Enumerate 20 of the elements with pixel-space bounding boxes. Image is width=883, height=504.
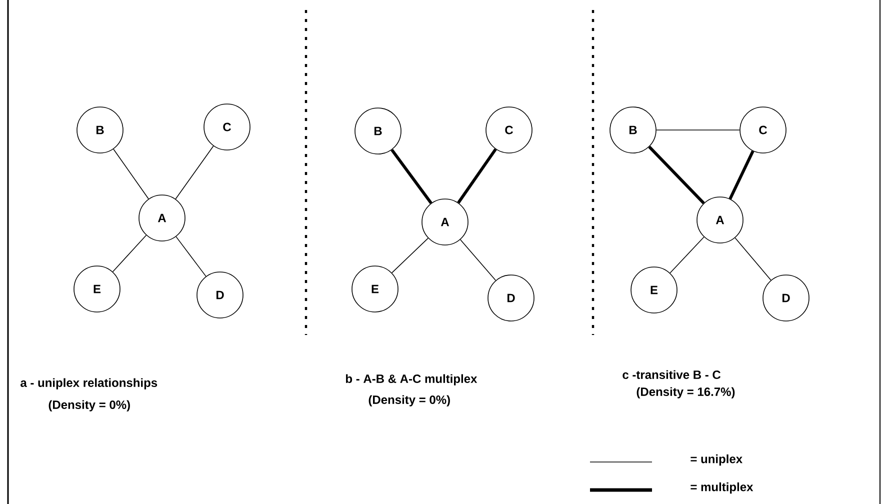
caption: (Density = 0%) [48, 400, 130, 412]
caption: b - A-B & A-C multiplex [346, 374, 478, 386]
caption: a - uniplex relationships [20, 378, 158, 390]
edge-line [648, 146, 705, 204]
caption: (Density = 16.7%) [636, 387, 735, 398]
edge-line [734, 237, 772, 281]
legend-text: = uniplex [690, 454, 742, 466]
edge-line [390, 148, 432, 204]
caption: (Density = 0%) [368, 395, 450, 406]
edge-line [112, 234, 147, 272]
edge-line [670, 236, 704, 274]
edge-line [113, 148, 149, 200]
edge-line [460, 239, 496, 281]
legend-text: = multiplex [690, 482, 754, 494]
edge-line [728, 150, 754, 200]
edge-line [457, 148, 497, 204]
edge-line [392, 238, 428, 274]
caption: c -transitive B - C [622, 370, 721, 379]
edge-line [176, 236, 206, 277]
edge-line [175, 146, 214, 200]
